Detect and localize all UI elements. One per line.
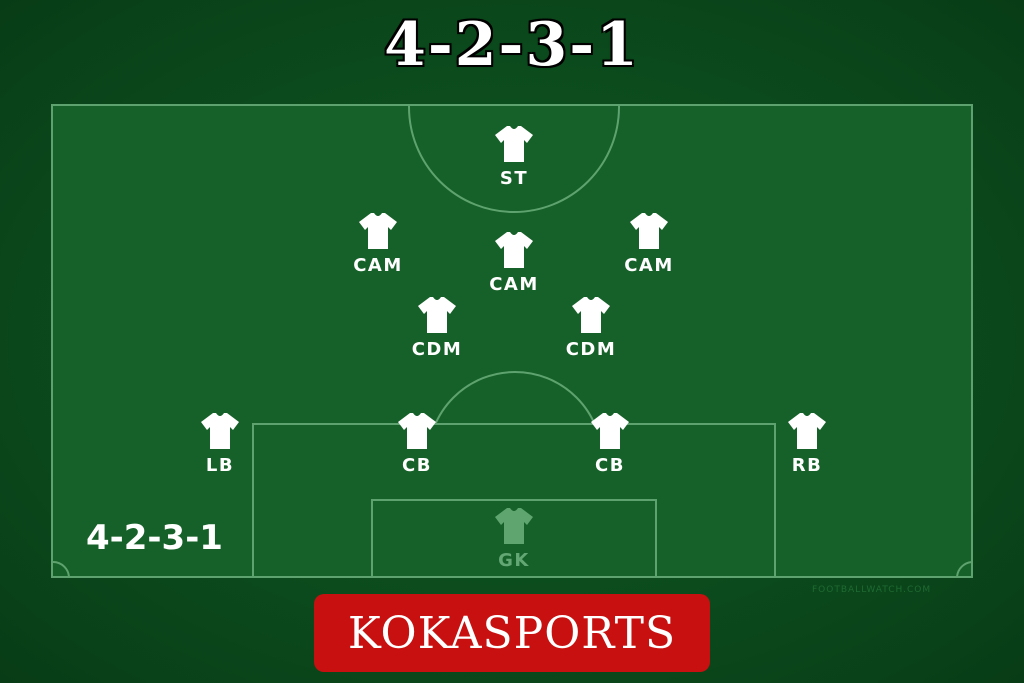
player-cam-center: CAM bbox=[474, 230, 554, 295]
shirt-icon bbox=[630, 213, 668, 249]
position-label: ST bbox=[499, 168, 529, 189]
formation-title: 4-2-3-1 bbox=[384, 10, 640, 80]
shirt-icon bbox=[495, 126, 533, 162]
player-cb-left: CB bbox=[377, 411, 457, 476]
position-label: CAM bbox=[489, 274, 539, 295]
shirt-icon bbox=[591, 413, 629, 449]
shirt-icon bbox=[495, 232, 533, 268]
six-yard-box bbox=[371, 499, 657, 576]
position-label: CDM bbox=[411, 339, 463, 360]
position-label: GK bbox=[498, 550, 530, 571]
shirt-icon bbox=[359, 213, 397, 249]
brand-logo: KOKASPORTS bbox=[314, 594, 710, 672]
player-cdm-right: CDM bbox=[551, 295, 631, 360]
corner-arc-left bbox=[53, 561, 70, 576]
position-label: LB bbox=[205, 455, 235, 476]
player-st: ST bbox=[474, 124, 554, 189]
position-label: CDM bbox=[565, 339, 617, 360]
goalkeeper-shirt-icon bbox=[495, 508, 533, 544]
shirt-icon bbox=[201, 413, 239, 449]
corner-arc-right bbox=[956, 561, 971, 576]
shirt-icon bbox=[398, 413, 436, 449]
position-label: RB bbox=[791, 455, 823, 476]
player-rb: RB bbox=[767, 411, 847, 476]
watermark: FOOTBALLWATCH.COM bbox=[812, 585, 932, 595]
player-cam-left: CAM bbox=[338, 211, 418, 276]
formation-label: 4-2-3-1 bbox=[86, 518, 223, 558]
player-cb-right: CB bbox=[570, 411, 650, 476]
player-gk: GK bbox=[474, 506, 554, 571]
player-lb: LB bbox=[180, 411, 260, 476]
pitch: ST CAM CAM CAM CDM CDM LB CB CB RB GK bbox=[51, 104, 973, 578]
shirt-icon bbox=[788, 413, 826, 449]
position-label: CB bbox=[402, 455, 432, 476]
shirt-icon bbox=[572, 297, 610, 333]
position-label: CAM bbox=[353, 255, 403, 276]
shirt-icon bbox=[418, 297, 456, 333]
player-cdm-left: CDM bbox=[397, 295, 477, 360]
position-label: CAM bbox=[624, 255, 674, 276]
player-cam-right: CAM bbox=[609, 211, 689, 276]
position-label: CB bbox=[595, 455, 625, 476]
